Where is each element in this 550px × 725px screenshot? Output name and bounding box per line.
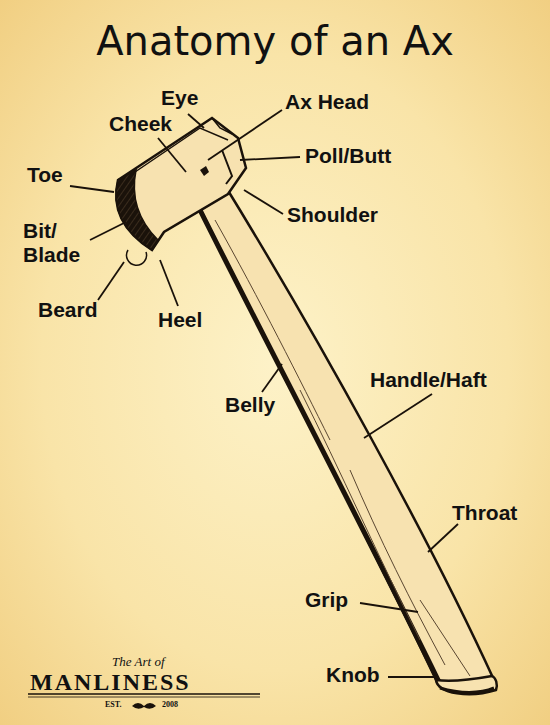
- handle: [195, 184, 494, 684]
- part-label: Shoulder: [287, 203, 378, 227]
- diagram-title: Anatomy of an Ax: [0, 18, 550, 64]
- handle-shadow: [200, 210, 440, 684]
- part-label: Beard: [38, 298, 98, 322]
- wood-grain: [215, 220, 470, 676]
- logo-year: 2008: [162, 700, 178, 709]
- part-label: Ax Head: [285, 90, 369, 114]
- beard-arc: [127, 250, 147, 265]
- ax-head: [116, 118, 246, 250]
- logo-est: EST.: [105, 700, 122, 709]
- logo-decoration: [28, 694, 260, 709]
- poll: [222, 150, 232, 184]
- part-label: Toe: [27, 163, 63, 187]
- part-label: Handle/Haft: [370, 368, 487, 392]
- part-label: Throat: [452, 501, 517, 525]
- leader-lines: [70, 110, 458, 677]
- bit: [116, 170, 158, 250]
- knob: [436, 676, 497, 694]
- part-label: Grip: [305, 588, 348, 612]
- part-label: Eye: [161, 86, 198, 110]
- logo-script: The Art of: [112, 654, 165, 670]
- part-label: Cheek: [109, 112, 172, 136]
- part-label: Poll/Butt: [305, 144, 391, 168]
- logo-wordmark: MANLINESS: [30, 669, 191, 696]
- wedge: [200, 166, 209, 176]
- part-label: Bit/ Blade: [23, 219, 89, 267]
- eye: [212, 118, 232, 134]
- part-label: Belly: [225, 393, 275, 417]
- part-label: Heel: [158, 308, 202, 332]
- part-label: Knob: [326, 663, 380, 687]
